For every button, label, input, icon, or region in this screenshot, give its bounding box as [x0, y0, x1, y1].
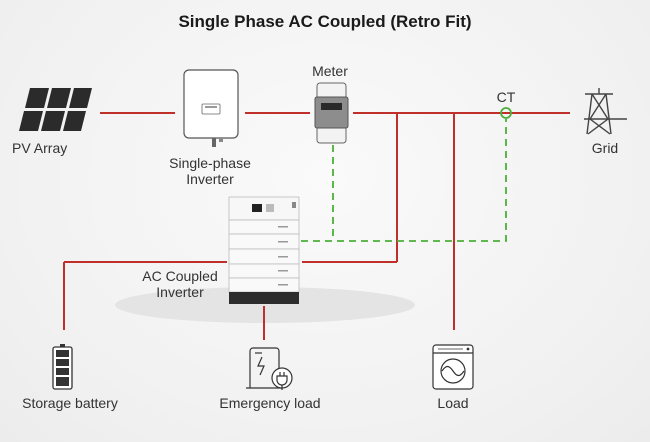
emergency-load-label: Emergency load: [219, 395, 321, 411]
ac-coupled-inverter-label-line1: AC Coupled: [142, 268, 218, 284]
ac-coupled-inverter-label: AC Coupled Inverter: [130, 268, 230, 300]
washing-machine-icon: [432, 344, 474, 390]
storage-battery-label: Storage battery: [22, 395, 118, 411]
single-phase-inverter-label-line2: Inverter: [186, 171, 234, 187]
meter-label: Meter: [312, 63, 348, 79]
battery-icon: [52, 344, 73, 390]
grid-tower-icon: [584, 88, 627, 135]
single-phase-inverter-label-line1: Single-phase: [169, 155, 251, 171]
power-lines: [63, 112, 570, 340]
solar-panel-icon: [19, 88, 92, 131]
diagram-title: Single Phase AC Coupled (Retro Fit): [178, 12, 472, 31]
signal-ct: [301, 119, 507, 242]
grid-label: Grid: [591, 140, 619, 156]
inverter-icon: [183, 69, 239, 147]
emergency-load-icon: [246, 347, 293, 390]
ct-label: CT: [496, 89, 516, 105]
battery-stack-icon: [228, 196, 300, 304]
floor-shadow: [115, 287, 415, 323]
single-phase-inverter-label: Single-phase Inverter: [160, 155, 260, 187]
meter-icon: [314, 82, 349, 144]
ct-sensor-icon: [500, 107, 512, 119]
signal-lines: [301, 119, 507, 242]
pv-array-label: PV Array: [12, 140, 68, 156]
ac-coupled-inverter-label-line2: Inverter: [156, 284, 204, 300]
load-label: Load: [437, 395, 469, 411]
